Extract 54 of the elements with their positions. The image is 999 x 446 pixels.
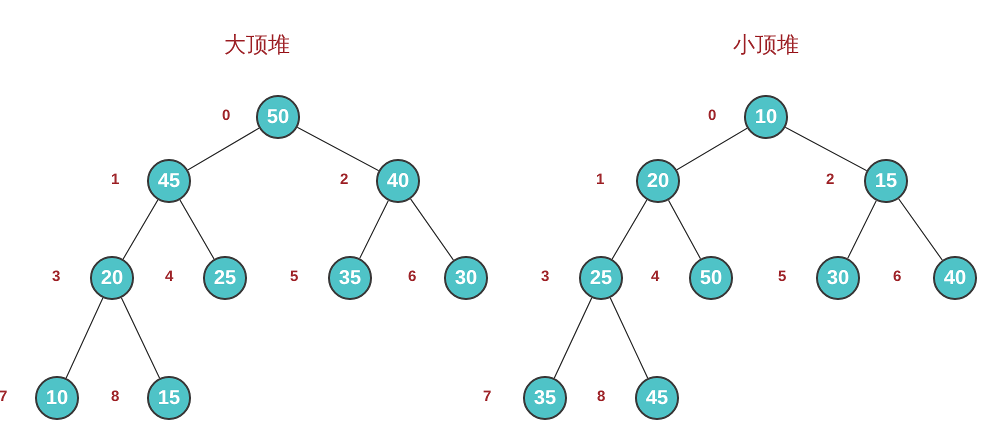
tree-edge [612,200,648,260]
tree-edge [668,200,701,259]
tree-edge [120,298,160,378]
node-value: 25 [212,266,238,291]
node-value: 10 [44,386,70,411]
node-value: 45 [156,169,182,194]
node-value: 35 [532,386,558,411]
heap-title: 大顶堆 [224,32,290,58]
node-value: 50 [698,266,724,291]
index-label: 5 [290,268,298,286]
tree-edge [179,200,215,260]
index-label: 8 [597,388,606,406]
tree-edge [610,298,648,378]
index-label: 6 [408,268,416,286]
index-label: 7 [0,388,8,406]
index-label: 1 [596,171,604,189]
index-label: 0 [222,107,230,125]
tree-edge [188,128,260,170]
tree-edge [847,200,877,259]
tree-edge [359,200,389,259]
node-value: 40 [942,266,968,291]
node-value: 15 [156,386,182,411]
node-value: 30 [826,266,850,291]
index-label: 5 [778,268,786,286]
index-label: 4 [651,268,660,286]
node-value: 10 [754,105,778,130]
node-value: 25 [588,266,614,291]
node-value: 15 [874,169,898,194]
tree-edge [410,198,454,260]
index-label: 8 [111,388,120,406]
tree-edge [122,200,158,260]
tree-edge [297,126,379,172]
index-label: 4 [165,268,174,286]
node-value: 50 [266,105,290,130]
index-label: 2 [340,171,348,189]
index-label: 0 [708,107,716,125]
node-value: 35 [338,266,362,291]
index-label: 2 [826,171,834,189]
index-label: 3 [541,268,550,286]
tree-edge [554,298,592,378]
index-label: 1 [111,171,120,189]
node-value: 20 [100,266,124,291]
index-label: 6 [893,268,902,286]
node-value: 40 [386,169,410,194]
tree-edge [676,128,748,170]
node-value: 45 [644,386,670,411]
index-label: 7 [483,388,492,406]
tree-edge [898,198,943,260]
node-value: 20 [646,169,670,194]
tree-edge [785,126,867,172]
heap-title: 小顶堆 [733,32,799,58]
node-value: 30 [454,266,478,291]
index-label: 3 [52,268,60,286]
tree-edge [66,298,104,378]
